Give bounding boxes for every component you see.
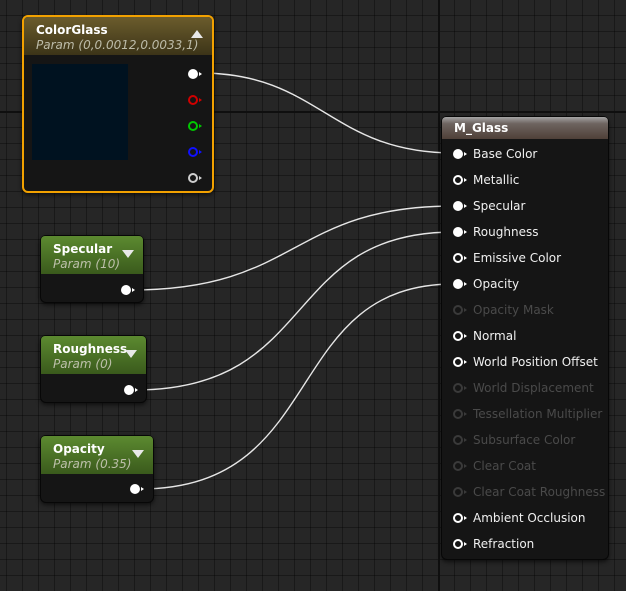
r-output-pin[interactable]	[188, 94, 202, 106]
material-input-tessellation-multiplier: Tessellation Multiplier	[453, 406, 613, 422]
specular-output-pin[interactable]	[121, 284, 135, 296]
m-glass-node-header[interactable]: M_Glass	[442, 117, 608, 139]
wire-colorglass-to-base-color	[199, 72, 455, 154]
expand-arrow-icon[interactable]	[125, 350, 137, 358]
material-input-label: Opacity	[473, 277, 520, 291]
material-input-roughness[interactable]: Roughness	[453, 224, 613, 240]
input-pin-icon[interactable]	[453, 252, 467, 264]
input-pin-icon	[453, 382, 467, 394]
material-input-label: Clear Coat Roughness	[473, 485, 606, 499]
input-pin-icon	[453, 408, 467, 420]
material-input-specular[interactable]: Specular	[453, 198, 613, 214]
material-input-ambient-occlusion[interactable]: Ambient Occlusion	[453, 510, 613, 526]
colorglass-node-title: ColorGlass	[36, 23, 108, 37]
material-input-clear-coat-roughness: Clear Coat Roughness	[453, 484, 613, 500]
material-input-label: Emissive Color	[473, 251, 562, 265]
input-pin-icon[interactable]	[453, 356, 467, 368]
g-output-pin[interactable]	[188, 120, 202, 132]
input-pin-icon	[453, 486, 467, 498]
material-input-label: Normal	[473, 329, 517, 343]
expand-arrow-icon[interactable]	[122, 250, 134, 258]
opacity-param-node[interactable]: Opacity Param (0.35)	[40, 435, 154, 503]
material-input-world-position-offset[interactable]: World Position Offset	[453, 354, 613, 370]
material-input-label: World Position Offset	[473, 355, 598, 369]
material-input-label: Refraction	[473, 537, 535, 551]
input-pin-icon[interactable]	[453, 174, 467, 186]
material-input-base-color[interactable]: Base Color	[453, 146, 613, 162]
material-input-refraction[interactable]: Refraction	[453, 536, 613, 552]
opacity-node-title: Opacity	[53, 442, 105, 456]
material-input-emissive-color[interactable]: Emissive Color	[453, 250, 613, 266]
material-input-subsurface-color: Subsurface Color	[453, 432, 613, 448]
input-pin-icon[interactable]	[453, 148, 467, 160]
roughness-node-header[interactable]: Roughness Param (0)	[41, 336, 146, 374]
material-input-label: Roughness	[473, 225, 539, 239]
input-pin-icon[interactable]	[453, 200, 467, 212]
material-input-normal[interactable]: Normal	[453, 328, 613, 344]
wire-opacity-to-opacity	[139, 283, 455, 490]
roughness-output-pin[interactable]	[124, 384, 138, 396]
material-input-label: Metallic	[473, 173, 520, 187]
material-input-opacity-mask: Opacity Mask	[453, 302, 613, 318]
opacity-output-pin[interactable]	[130, 483, 144, 495]
b-output-pin[interactable]	[188, 146, 202, 158]
input-pin-icon[interactable]	[453, 278, 467, 290]
specular-node-subtitle: Param (10)	[53, 257, 121, 271]
specular-param-node[interactable]: Specular Param (10)	[40, 235, 144, 303]
material-input-opacity[interactable]: Opacity	[453, 276, 613, 292]
colorglass-node-subtitle: Param (0,0.0012,0.0033,1)	[36, 38, 199, 52]
material-input-label: Ambient Occlusion	[473, 511, 586, 525]
material-input-label: Opacity Mask	[473, 303, 554, 317]
material-input-label: Base Color	[473, 147, 538, 161]
material-input-metallic[interactable]: Metallic	[453, 172, 613, 188]
expand-arrow-icon[interactable]	[132, 450, 144, 458]
input-pin-icon	[453, 434, 467, 446]
material-input-label: World Displacement	[473, 381, 594, 395]
opacity-node-subtitle: Param (0.35)	[53, 457, 132, 471]
input-pin-icon	[453, 460, 467, 472]
material-input-label: Tessellation Multiplier	[473, 407, 603, 421]
material-input-label: Specular	[473, 199, 526, 213]
material-input-world-displacement: World Displacement	[453, 380, 613, 396]
input-pin-icon[interactable]	[453, 512, 467, 524]
rgb-output-pin[interactable]	[188, 68, 202, 80]
specular-node-title: Specular	[53, 242, 113, 256]
material-input-label: Clear Coat	[473, 459, 536, 473]
colorglass-node-header[interactable]: ColorGlass Param (0,0.0012,0.0033,1)	[24, 17, 212, 55]
input-pin-icon[interactable]	[453, 538, 467, 550]
a-output-pin[interactable]	[188, 172, 202, 184]
roughness-node-subtitle: Param (0)	[53, 357, 113, 371]
roughness-node-title: Roughness	[53, 342, 128, 356]
input-pin-icon	[453, 304, 467, 316]
wire-specular-to-specular	[130, 205, 455, 291]
specular-node-header[interactable]: Specular Param (10)	[41, 236, 143, 274]
material-input-clear-coat: Clear Coat	[453, 458, 613, 474]
color-preview-swatch	[32, 64, 128, 160]
input-pin-icon[interactable]	[453, 330, 467, 342]
m-glass-node-title: M_Glass	[454, 121, 509, 135]
opacity-node-header[interactable]: Opacity Param (0.35)	[41, 436, 153, 474]
colorglass-param-node[interactable]: ColorGlass Param (0,0.0012,0.0033,1)	[22, 15, 214, 193]
roughness-param-node[interactable]: Roughness Param (0)	[40, 335, 147, 403]
material-input-label: Subsurface Color	[473, 433, 576, 447]
input-pin-icon[interactable]	[453, 226, 467, 238]
collapse-arrow-icon[interactable]	[191, 30, 203, 38]
wire-roughness-to-roughness	[134, 231, 455, 391]
